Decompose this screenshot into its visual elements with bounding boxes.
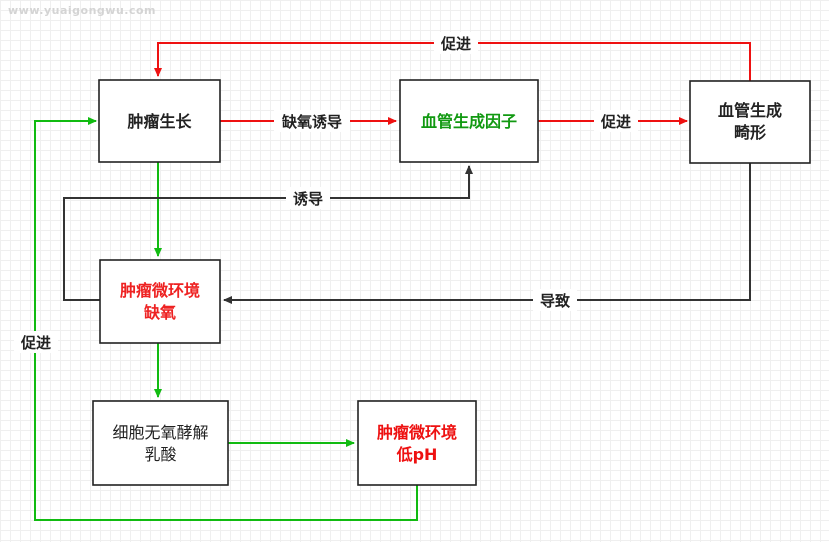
edge-label-promote-mid: 促进 — [594, 110, 638, 132]
svg-text:促进: 促进 — [600, 113, 631, 131]
node-tumor-hypoxia: 肿瘤微环境 缺氧 — [99, 259, 221, 344]
svg-text:乳酸: 乳酸 — [144, 445, 176, 464]
svg-text:缺氧诱导: 缺氧诱导 — [281, 113, 342, 131]
edge-label-promote-left: 促进 — [14, 331, 58, 353]
edge-label-cause: 导致 — [533, 289, 577, 311]
svg-text:血管生成因子: 血管生成因子 — [421, 112, 517, 131]
edge-low-ph-to-growth — [34, 117, 418, 521]
svg-text:导致: 导致 — [540, 292, 571, 310]
svg-text:畸形: 畸形 — [734, 123, 766, 142]
svg-text:肿瘤生长: 肿瘤生长 — [127, 112, 192, 131]
svg-text:促进: 促进 — [440, 35, 471, 53]
watermark-text: www.yuaigongwu.com — [8, 4, 157, 17]
svg-text:血管生成: 血管生成 — [718, 101, 782, 120]
edge-hypoxia-to-angio-factor — [63, 165, 473, 301]
edge-deformity-to-hypoxia — [223, 163, 751, 304]
node-tumor-low-ph: 肿瘤微环境 低pH — [357, 400, 477, 486]
node-angiogenic-factor: 血管生成因子 — [399, 79, 539, 163]
edge-label-induce: 诱导 — [286, 187, 330, 209]
svg-text:低pH: 低pH — [396, 445, 438, 464]
svg-text:促进: 促进 — [20, 334, 51, 352]
node-vascular-deformity: 血管生成 畸形 — [689, 80, 811, 164]
edge-label-hypoxia-induce: 缺氧诱导 — [274, 110, 350, 132]
svg-text:细胞无氧酵解: 细胞无氧酵解 — [112, 423, 208, 442]
svg-text:肿瘤微环境: 肿瘤微环境 — [377, 423, 457, 442]
svg-text:缺氧: 缺氧 — [144, 303, 176, 322]
edge-label-promote-top: 促进 — [434, 32, 478, 54]
node-tumor-growth: 肿瘤生长 — [98, 79, 221, 163]
node-anaerobic-glycolysis: 细胞无氧酵解 乳酸 — [92, 400, 229, 486]
svg-text:诱导: 诱导 — [293, 190, 323, 208]
svg-text:肿瘤微环境: 肿瘤微环境 — [120, 281, 200, 300]
